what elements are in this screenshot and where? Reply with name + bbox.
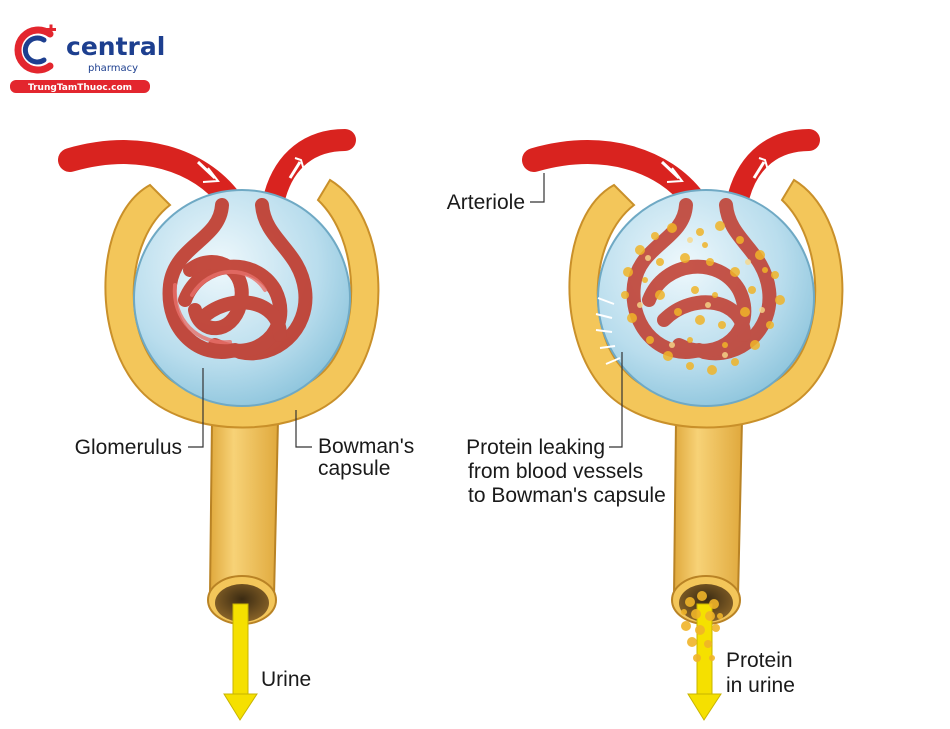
afferent-arteriole <box>58 140 242 212</box>
logo-url: TrungTamThuoc.com <box>28 83 132 93</box>
logo-sub: pharmacy <box>88 63 138 74</box>
efferent-arteriole <box>264 129 356 206</box>
afferent-arteriole <box>522 140 706 212</box>
proteinuria-nephron: Arteriole Protein leaking from blood ves… <box>447 129 844 721</box>
protein-leaking-label-line2: from blood vessels <box>468 460 643 483</box>
bowmans-capsule <box>104 178 380 429</box>
protein-in-urine-label-line2: in urine <box>726 674 795 697</box>
arteriole-label: Arteriole <box>447 191 525 214</box>
leak-arrows <box>595 297 621 365</box>
logo-name: central <box>66 32 165 61</box>
logo-url-banner <box>10 80 150 93</box>
bowmans-capsule-label-line2: capsule <box>318 457 390 480</box>
protein-particles <box>621 221 785 375</box>
protein-leaking-label-line3: to Bowman's capsule <box>468 484 666 507</box>
normal-nephron: Glomerulus Bowman's capsule Urine <box>58 129 414 721</box>
brand-logo: central pharmacy TrungTamThuoc.com <box>10 24 165 93</box>
efferent-arteriole <box>728 129 820 206</box>
protein-leaking-label-line1: Protein leaking <box>466 436 605 459</box>
urine-label: Urine <box>261 668 311 691</box>
protein-in-urine-particles <box>681 591 723 662</box>
protein-in-urine-label-line1: Protein <box>726 649 793 672</box>
logo-c-icon <box>14 24 56 74</box>
glomerulus-capillaries <box>162 198 313 361</box>
glomerulus-label: Glomerulus <box>75 436 182 459</box>
urine-arrow <box>223 603 258 721</box>
bowmans-capsule-label-line1: Bowman's <box>318 435 414 458</box>
bowmans-capsule <box>568 178 844 429</box>
